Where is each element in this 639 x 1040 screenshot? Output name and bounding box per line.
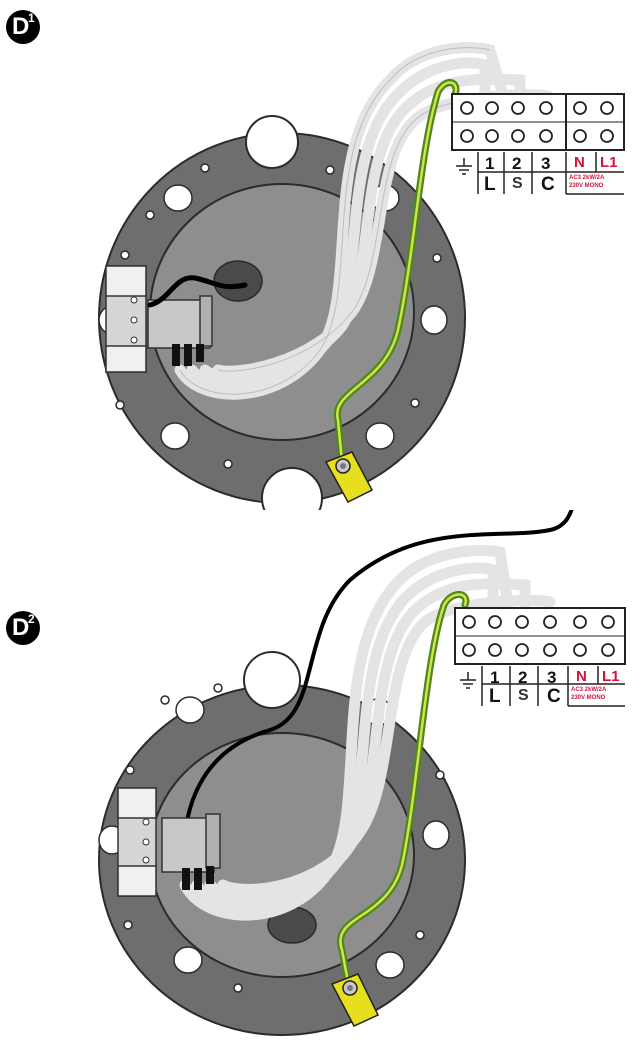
wiring-illustration-d1 [98, 42, 625, 510]
terminal-number-1: 1 [485, 154, 495, 173]
diagram-d1: D 1 [0, 0, 639, 510]
earth-lug [324, 451, 374, 503]
earth-lug [330, 973, 380, 1027]
badge-letter: D [12, 13, 30, 40]
rating-line-1: AC3 2kW/2A [569, 175, 605, 181]
rating-line-2: 230V MONO [569, 183, 604, 189]
wiring-illustration-d2 [98, 510, 626, 1036]
terminal-letter-l: L [489, 686, 501, 707]
terminal-block [454, 607, 626, 707]
rating-line-2: 230V MONO [571, 695, 606, 701]
terminal-block [451, 93, 625, 195]
diagram-badge-d2: D 2 [6, 611, 40, 645]
terminal-letter-c: C [547, 686, 561, 707]
terminal-number-3: 3 [547, 668, 557, 687]
badge-superscript: 2 [28, 612, 35, 626]
terminal-number-2: 2 [512, 154, 522, 173]
earth-wire [333, 79, 460, 466]
power-label-l1: L1 [600, 154, 618, 171]
badge-letter: D [12, 614, 30, 641]
diagram-d2: D 2 [0, 510, 639, 1040]
earth-wire [336, 591, 470, 986]
badge-superscript: 1 [28, 11, 35, 25]
earth-symbol-icon [456, 158, 472, 175]
power-label-n: N [576, 668, 587, 685]
thermostat-block [117, 787, 221, 897]
rating-line-1: AC3 2kW/2A [571, 687, 607, 693]
terminal-letter-s: S [518, 687, 529, 704]
black-wire [147, 275, 248, 308]
terminal-letter-s: S [512, 175, 523, 192]
terminal-letter-l: L [484, 174, 496, 195]
terminal-letter-c: C [541, 174, 555, 195]
terminal-number-3: 3 [541, 154, 551, 173]
terminal-number-2: 2 [518, 668, 528, 687]
black-wire [182, 510, 574, 872]
thermostat-block [105, 265, 213, 373]
earth-symbol-icon [460, 672, 476, 689]
diagram-badge-d1: D 1 [6, 10, 40, 44]
white-conductors [179, 545, 556, 921]
terminal-number-1: 1 [490, 668, 500, 687]
power-label-l1: L1 [602, 668, 620, 685]
power-label-n: N [574, 154, 585, 171]
